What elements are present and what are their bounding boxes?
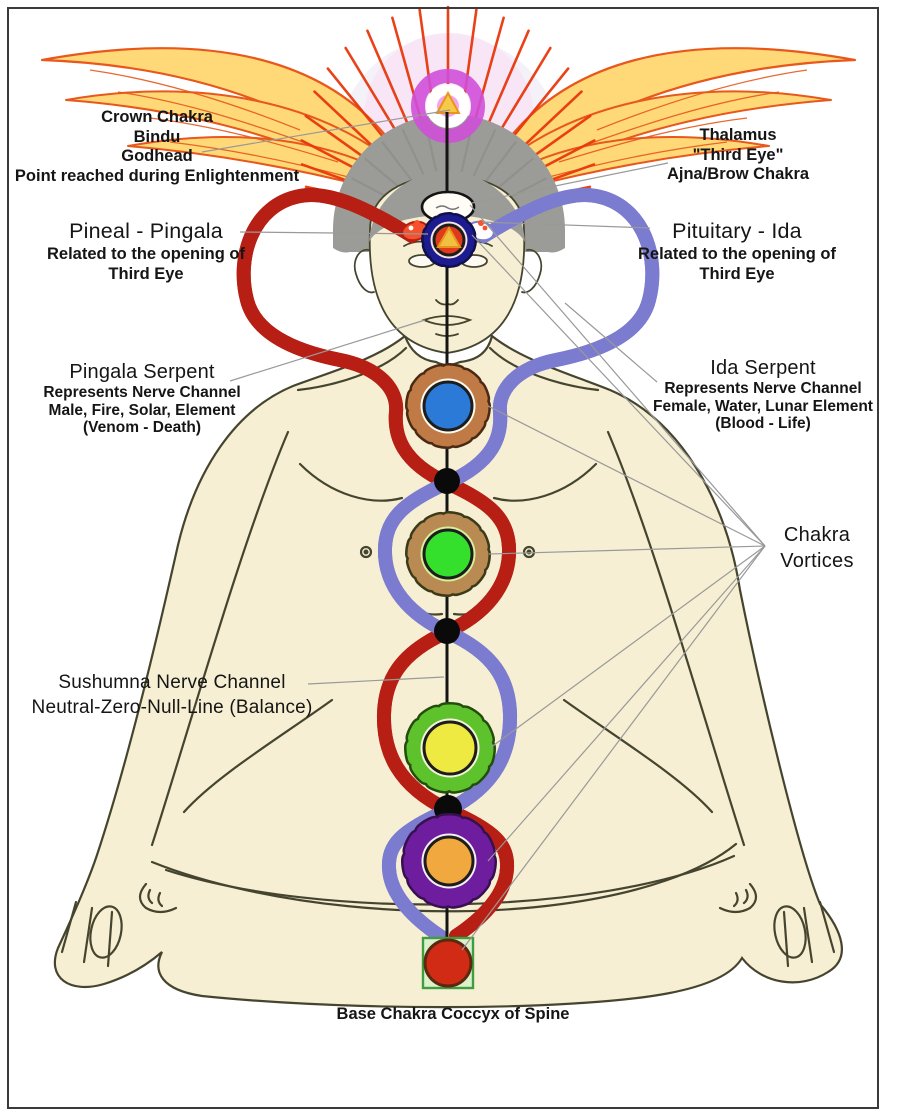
ida-title: Ida Serpent xyxy=(710,357,816,379)
crown-line-4: Point reached during Enlightenment xyxy=(14,166,300,185)
base-line: Base Chakra Coccyx of Spine xyxy=(336,1005,570,1023)
lips xyxy=(421,315,473,326)
ida-label: Ida Serpent Represents Nerve Channel Fem… xyxy=(653,356,873,433)
crossing-dot-1 xyxy=(434,468,460,494)
leader-crown xyxy=(201,109,451,153)
leader-pingala xyxy=(229,319,426,382)
solar-plexus-chakra xyxy=(404,702,496,794)
vortices-line-2: Vortices xyxy=(780,550,854,572)
leader-lines xyxy=(201,109,766,951)
pingala-sub-1: Represents Nerve Channel xyxy=(43,384,241,401)
throat-chakra xyxy=(405,363,491,449)
base-label: Base Chakra Coccyx of Spine xyxy=(337,1005,570,1025)
ida-eye xyxy=(482,225,488,231)
ida-sub-1: Represents Nerve Channel xyxy=(664,380,862,397)
pingala-sub-2: Male, Fire, Solar, Element xyxy=(48,401,236,419)
sacral-chakra xyxy=(401,813,497,909)
thalamus-line-3: Ajna/Brow Chakra xyxy=(666,165,810,183)
thalamus-line-1: Thalamus xyxy=(699,126,777,144)
ida-sub-3: (Blood - Life) xyxy=(715,415,811,432)
pingala-eye xyxy=(408,225,414,231)
border-frame xyxy=(7,7,879,1109)
leader-pituitary xyxy=(481,221,651,229)
pineal-sub-2: Third Eye xyxy=(108,264,184,283)
pituitary-sub-1: Related to the opening of xyxy=(638,245,836,263)
ajna-side-mark-left xyxy=(414,220,420,226)
pituitary-label: Pituitary - Ida Related to the opening o… xyxy=(638,218,836,284)
pineal-label: Pineal - Pingala Related to the opening … xyxy=(47,218,245,284)
leader-pineal xyxy=(239,231,429,235)
pituitary-title: Pituitary - Ida xyxy=(672,219,802,243)
sushumna-line-1: Sushumna Nerve Channel xyxy=(58,672,286,693)
crown-line-1: Crown Chakra xyxy=(101,108,213,126)
left-ear xyxy=(353,249,375,294)
left-hand xyxy=(60,900,123,968)
sushumna-line-2: Neutral-Zero-Null-Line (Balance) xyxy=(31,697,313,718)
feather-lines xyxy=(89,69,353,179)
sushumna-label: Sushumna Nerve Channel Neutral-Zero-Null… xyxy=(32,670,313,720)
pituitary-sub-2: Third Eye xyxy=(699,264,775,283)
pineal-sub-1: Related to the opening of xyxy=(47,245,245,263)
pingala-sub-3: (Venom - Death) xyxy=(83,419,201,436)
vortices-fan xyxy=(461,204,766,951)
crown-line-2: Bindu xyxy=(133,127,181,146)
pineal-title: Pineal - Pingala xyxy=(69,219,223,243)
heart-chakra xyxy=(405,511,491,597)
right-ear xyxy=(521,249,543,294)
crossing-dot-2 xyxy=(434,618,460,644)
vortices-label: Chakra Vortices xyxy=(780,522,854,574)
right-hand xyxy=(773,900,836,968)
vortices-line-1: Chakra xyxy=(783,524,851,546)
right-foot xyxy=(718,882,758,914)
crown-label: Crown Chakra Bindu Godhead Point reached… xyxy=(15,108,299,186)
pingala-label: Pingala Serpent Represents Nerve Channel… xyxy=(43,360,240,437)
crown-line-3: Godhead xyxy=(121,147,193,165)
thalamus-label: Thalamus "Third Eye" Ajna/Brow Chakra xyxy=(667,126,809,185)
left-foot xyxy=(138,882,178,914)
leader-ida xyxy=(564,302,658,383)
ida-sub-2: Female, Water, Lunar Element xyxy=(653,397,873,415)
thalamus-line-2: "Third Eye" xyxy=(692,145,784,164)
leader-thalamus xyxy=(471,162,669,204)
ajna-triangle xyxy=(436,226,462,248)
pingala-title: Pingala Serpent xyxy=(69,361,215,383)
leader-sushumna xyxy=(307,676,445,685)
